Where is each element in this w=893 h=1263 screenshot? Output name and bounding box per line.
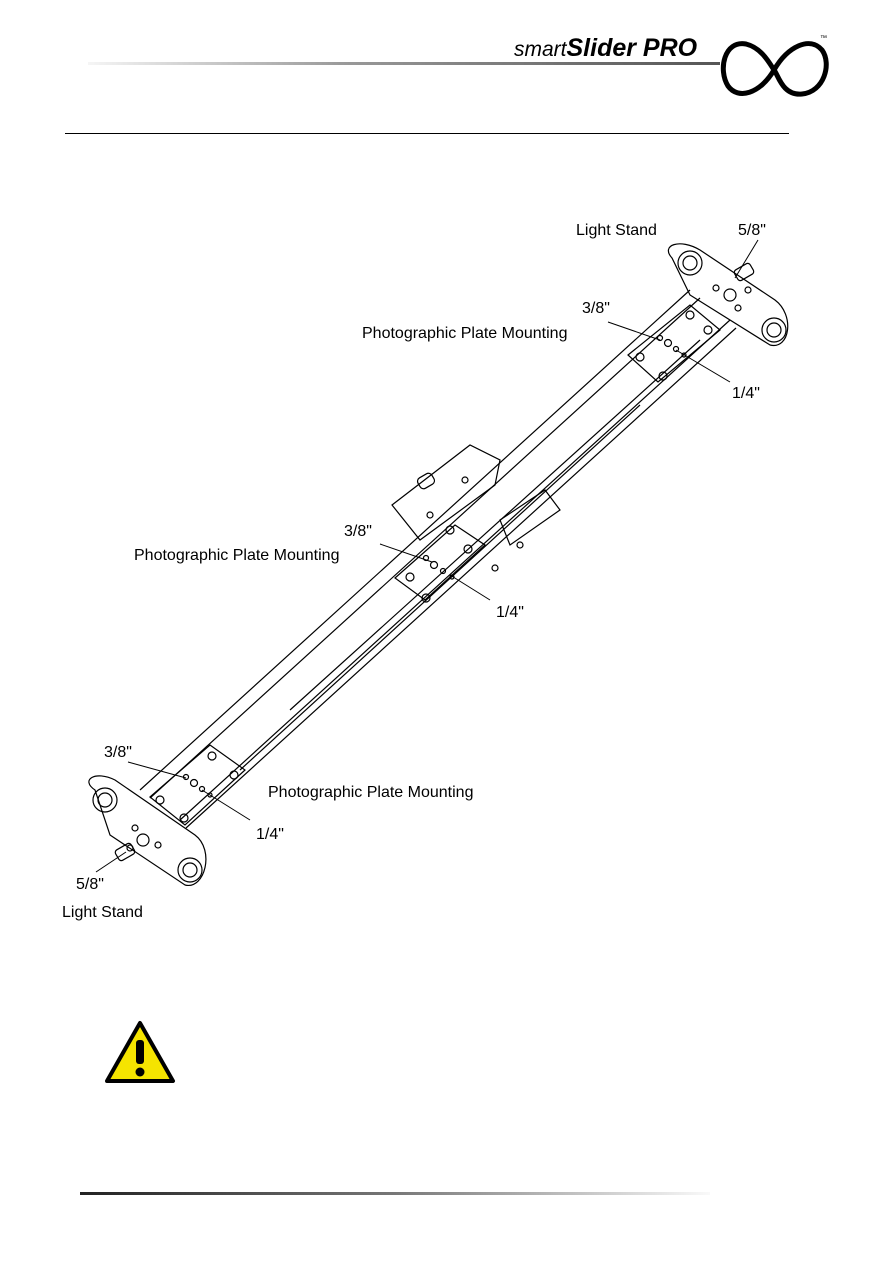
brand-wordmark: smartSlider PRO [514,34,697,63]
top-light-stand-label: Light Stand [576,222,657,239]
bottom-light-stand-thread-label: 5/8" [76,876,104,893]
slider-rail-drawing [88,243,789,886]
header-rule [88,62,720,65]
top-end-cap [667,243,789,346]
warning-triangle-icon [105,1021,175,1083]
top-large-thread-label: 3/8" [582,300,610,317]
slider-diagram [88,239,789,886]
top-plate-mount-label: Photographic Plate Mounting [362,325,568,342]
top-light-stand-thread-label: 5/8" [738,222,766,239]
middle-plate-mount-label: Photographic Plate Mounting [134,547,340,564]
footer-rule [80,1192,710,1195]
leader-lines [95,239,759,873]
brand-prefix: smart [514,38,567,61]
top-small-thread-label: 1/4" [732,385,760,402]
top-plate-mount [627,304,721,383]
bottom-large-thread-label: 3/8" [104,744,132,761]
infinity-logo-icon: ™ [720,35,829,97]
middle-small-thread-label: 1/4" [496,604,524,621]
brand-name: Slider PRO [566,34,698,62]
trademark-mark: ™ [820,35,827,42]
middle-large-thread-label: 3/8" [344,523,372,540]
middle-carriage [391,444,561,603]
bottom-light-stand-label: Light Stand [62,904,143,921]
section-rule [65,133,789,134]
bottom-plate-mount-label: Photographic Plate Mounting [268,784,474,801]
bottom-plate-mount [149,744,246,826]
bottom-small-thread-label: 1/4" [256,826,284,843]
bottom-end-cap [88,775,207,886]
